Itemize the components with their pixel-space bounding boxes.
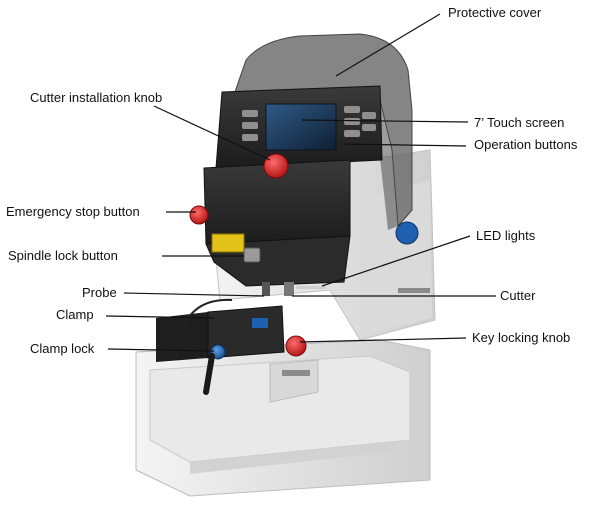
label-led-lights: LED lights xyxy=(476,228,536,243)
label-cutter: Cutter xyxy=(500,288,536,303)
leader-clamp-lock xyxy=(107,348,215,352)
leader-probe xyxy=(123,292,265,297)
leader-touch-screen xyxy=(301,119,469,123)
leader-cutter-installation-knob xyxy=(153,105,271,161)
leader-led-lights xyxy=(321,235,471,287)
label-cutter-installation-knob: Cutter installation knob xyxy=(30,90,163,105)
label-touch-screen: 7’ Touch screen xyxy=(474,115,565,130)
leader-clamp xyxy=(105,315,215,319)
label-clamp-lock: Clamp lock xyxy=(30,341,95,356)
label-spindle-lock-button: Spindle lock button xyxy=(8,248,118,263)
leader-lines xyxy=(105,13,496,352)
label-clamp: Clamp xyxy=(56,307,94,322)
label-probe: Probe xyxy=(82,285,117,300)
clamp-assembly xyxy=(156,298,319,403)
machine-head xyxy=(215,85,383,169)
label-operation-buttons: Operation buttons xyxy=(474,137,578,152)
label-emergency-stop-button: Emergency stop button xyxy=(6,204,140,219)
leader-protective-cover xyxy=(335,13,441,77)
leader-operation-buttons xyxy=(343,143,467,147)
label-protective-cover: Protective cover xyxy=(448,5,542,20)
spindle-housing xyxy=(189,153,351,287)
label-key-locking-knob: Key locking knob xyxy=(472,330,571,345)
leader-key-locking-knob xyxy=(299,337,467,343)
probe-and-cutter xyxy=(262,282,326,296)
